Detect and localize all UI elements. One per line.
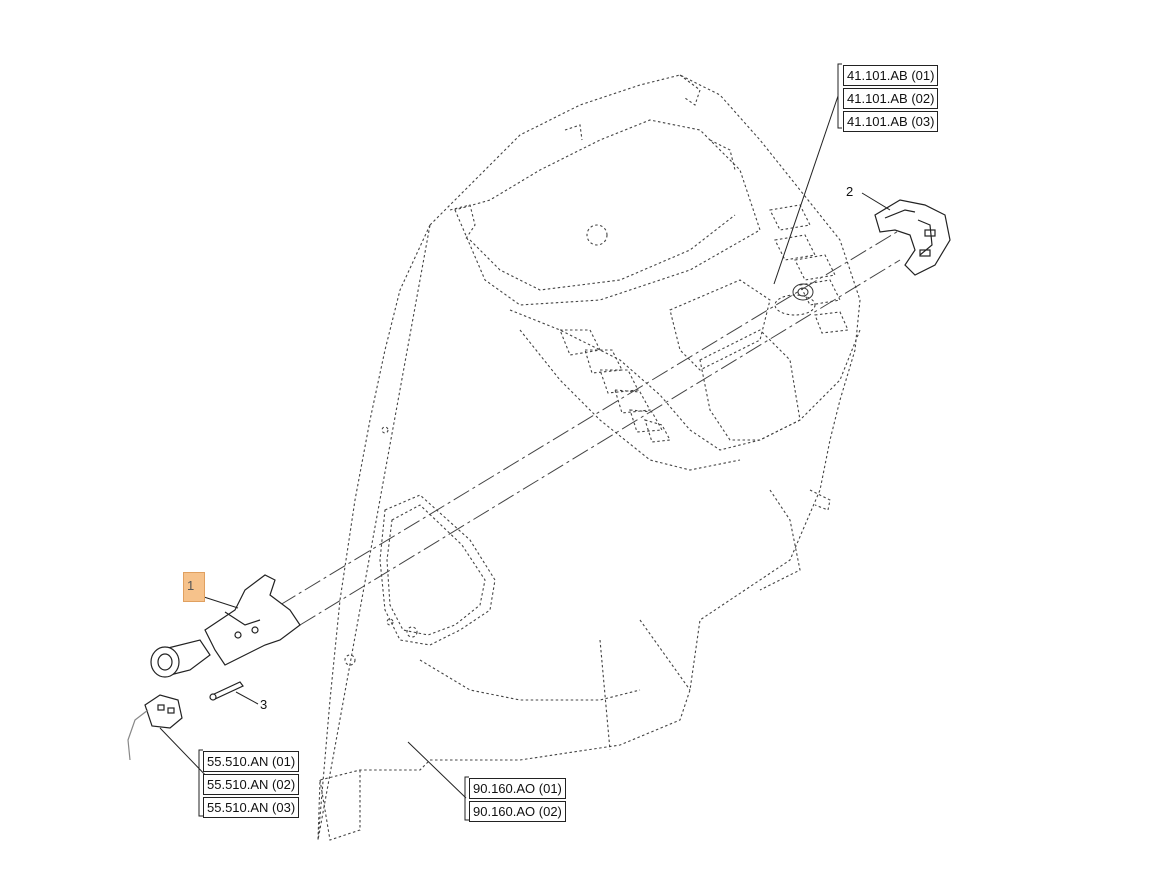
console-outline <box>317 74 861 841</box>
ref-55-510-an-03[interactable]: 55.510.AN (03) <box>203 797 300 818</box>
ref-41-101-ab-03[interactable]: 41.101.AB (03) <box>843 111 939 132</box>
ref-90-160-ao-01[interactable]: 90.160.AO (01) <box>469 778 566 799</box>
part-2-bracket <box>874 199 951 276</box>
ref-41-101-ab-01[interactable]: 41.101.AB (01) <box>843 65 939 86</box>
leader-lines <box>159 63 891 821</box>
callout-item-2[interactable]: 2 <box>846 184 854 199</box>
callout-item-1[interactable]: 1 <box>183 572 205 602</box>
console-knob <box>774 283 816 316</box>
callout-item-3[interactable]: 3 <box>260 697 268 712</box>
ref-55-510-an-02[interactable]: 55.510.AN (02) <box>203 774 300 795</box>
ref-90-160-ao-02[interactable]: 90.160.AO (02) <box>469 801 566 822</box>
ref-55-510-an-01[interactable]: 55.510.AN (01) <box>203 751 300 772</box>
harness-connector <box>127 694 183 761</box>
part-3-bolt <box>209 681 244 701</box>
ref-41-101-ab-02[interactable]: 41.101.AB (02) <box>843 88 939 109</box>
part-1-joystick <box>150 574 301 678</box>
assembly-centerlines <box>279 229 901 626</box>
